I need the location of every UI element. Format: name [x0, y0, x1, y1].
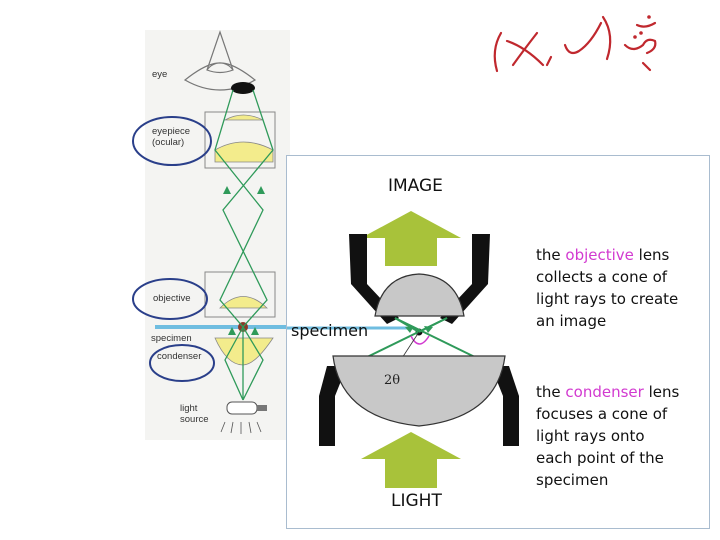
eye-label: eye	[152, 69, 168, 80]
condenser-desc-line2: focuses a cone of	[536, 405, 668, 423]
condenser-desc-line3: light rays onto	[536, 427, 645, 445]
condenser-lens-shape	[332, 355, 506, 427]
light-source-label-line2: source	[180, 414, 209, 425]
light-label: LIGHT	[391, 491, 442, 511]
x-stroke-2	[511, 31, 539, 67]
eye-pupil	[231, 82, 255, 94]
handwritten-circles	[132, 116, 215, 382]
objective-condenser-svg	[287, 211, 519, 488]
circle-eyepiece	[132, 116, 212, 166]
objective-lens-shape	[374, 273, 465, 317]
objective-desc-post: lens	[633, 246, 670, 264]
image-label: IMAGE	[388, 176, 443, 196]
light-source-bulb	[226, 401, 258, 415]
eyepiece-label: eyepiece (ocular)	[152, 126, 190, 148]
specimen-label: specimen	[291, 321, 369, 340]
circle-objective	[132, 278, 208, 320]
check-stroke	[563, 21, 603, 55]
condenser-lens	[214, 337, 274, 366]
x-stroke-1	[505, 39, 545, 67]
objective-desc-line4: an image	[536, 312, 607, 330]
condenser-desc-line5: specimen	[536, 471, 609, 489]
arabic-stroke-3	[641, 61, 652, 72]
eyepiece-label-line2: (ocular)	[152, 137, 185, 148]
eyepiece-lens-top	[223, 114, 264, 121]
light-source-label-line1: light	[180, 403, 198, 414]
eyepiece-tube	[204, 111, 276, 169]
right-detail-panel	[286, 155, 710, 529]
microscope-light-path-svg	[155, 30, 290, 434]
angle-arc	[410, 335, 430, 345]
comma-stroke	[545, 55, 553, 67]
open-paren-stroke	[493, 31, 503, 73]
condenser-desc-highlight: condenser	[565, 383, 644, 401]
objective-lens	[219, 296, 268, 309]
condenser-description: the condenser lens focuses a cone of lig…	[536, 381, 679, 491]
objective-housing-left	[349, 234, 399, 324]
objective-label: objective	[153, 293, 191, 304]
condenser-label: condenser	[157, 351, 202, 362]
objective-desc-line2: collects a cone of	[536, 268, 668, 286]
objective-desc-line3: light rays to create	[536, 290, 679, 308]
condenser-desc-post: lens	[643, 383, 680, 401]
arabic-stroke-1	[623, 38, 657, 55]
image-arrow	[361, 211, 461, 266]
close-paren-stroke	[601, 15, 612, 61]
objective-housing-right	[440, 234, 490, 324]
eyepiece-label-line1: eyepiece	[152, 126, 191, 137]
handwritten-annotation	[493, 15, 657, 73]
arabic-stroke-2	[635, 21, 657, 28]
specimen-left-label: specimen	[151, 333, 192, 344]
condenser-housing-left	[319, 366, 347, 446]
left-microscope-diagram	[145, 30, 290, 440]
condenser-desc-line4: each point of the	[536, 449, 664, 467]
angle-label: 2θ	[384, 373, 401, 388]
light-arrow	[361, 432, 461, 488]
objective-tube	[204, 271, 276, 318]
condenser-desc-pre: the	[536, 383, 566, 401]
objective-description: the objective lens collects a cone of li…	[536, 244, 678, 332]
circle-condenser	[149, 344, 215, 382]
light-source-label: light source	[180, 403, 209, 425]
objective-desc-pre: the	[536, 246, 566, 264]
eyepiece-lens-bottom	[214, 141, 274, 163]
condenser-housing-right	[491, 366, 519, 446]
objective-desc-highlight: objective	[565, 246, 634, 264]
